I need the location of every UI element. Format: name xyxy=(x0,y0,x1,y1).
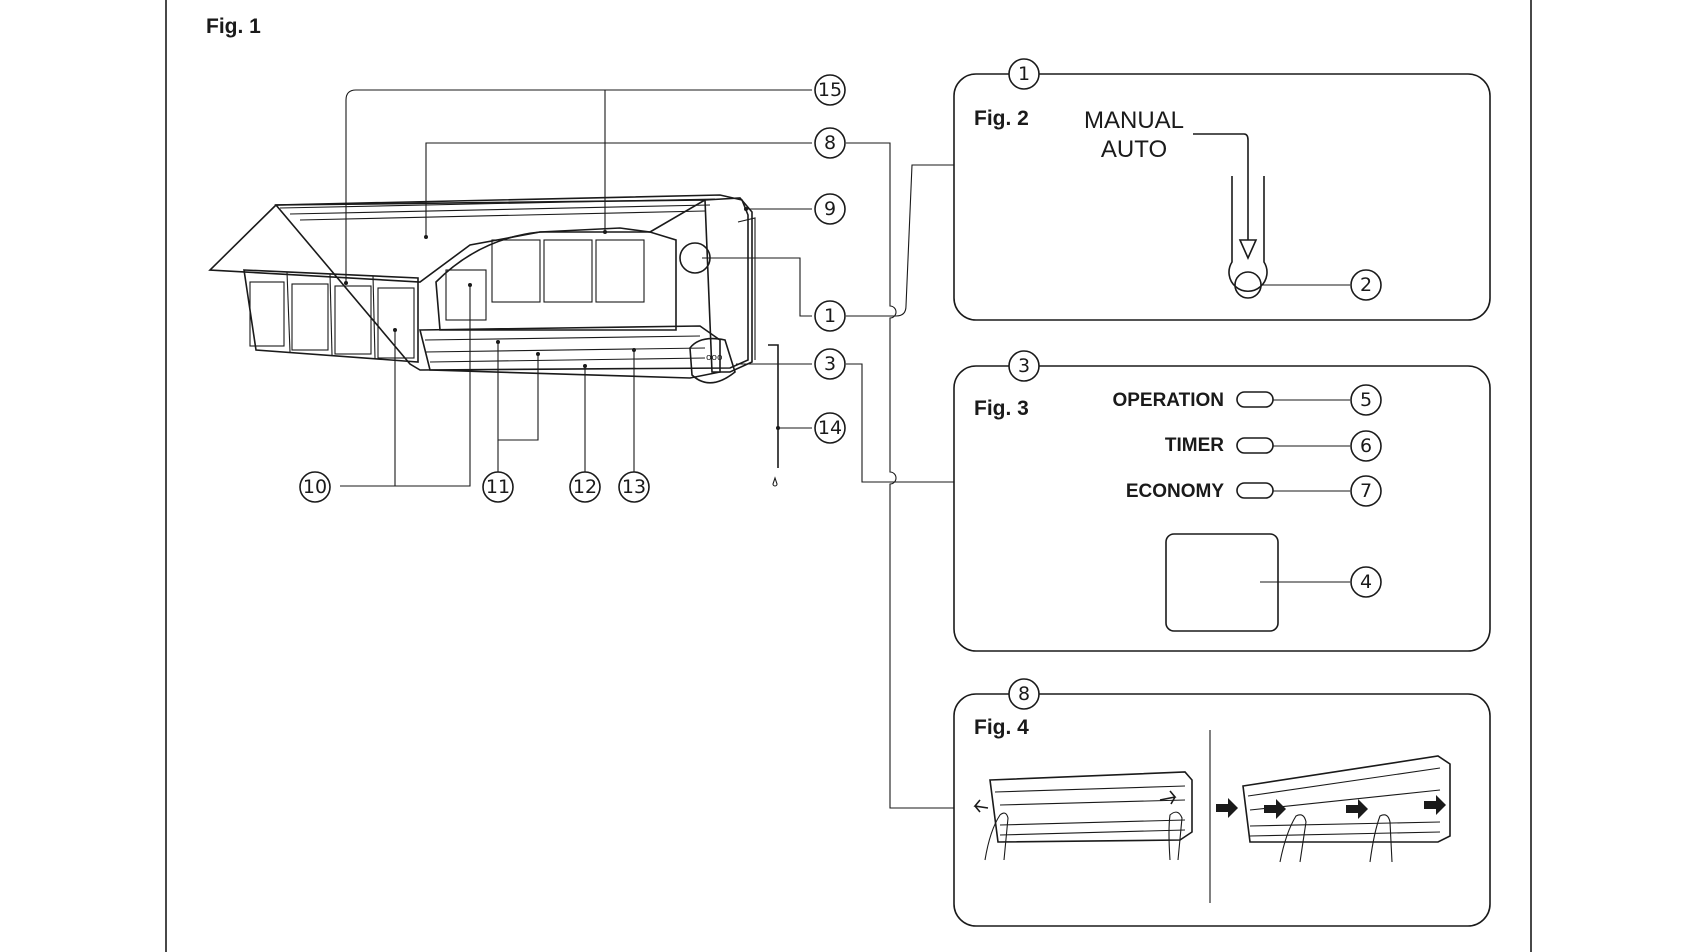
callout-13: 13 xyxy=(618,471,650,503)
svg-text:15: 15 xyxy=(818,79,842,101)
fig2-callout-1: 1 xyxy=(1018,63,1030,85)
fig1-leader-lines xyxy=(340,89,812,487)
fig3-callout-7: 7 xyxy=(1360,480,1372,502)
cross-figure-connectors xyxy=(846,142,954,809)
timer-label: TIMER xyxy=(1165,435,1224,456)
indoor-unit-drawing: ooo xyxy=(208,194,779,487)
panel-close-illustration xyxy=(1216,755,1451,863)
fig4-title: Fig. 4 xyxy=(974,716,1029,739)
svg-text:8: 8 xyxy=(824,132,836,154)
callout-3: 3 xyxy=(814,348,846,380)
fig4-panel: 8 Fig. 4 xyxy=(953,678,1491,927)
fig3-panel: 3 Fig. 3 OPERATION 5 TIMER 6 ECONOMY 7 4 xyxy=(953,350,1491,652)
fig3-callout-6: 6 xyxy=(1360,435,1372,457)
fig4-callout-8: 8 xyxy=(1018,683,1030,705)
callout-12: 12 xyxy=(569,471,601,503)
callout-15: 15 xyxy=(814,74,846,106)
callout-14: 14 xyxy=(814,412,846,444)
callout-11: 11 xyxy=(482,471,514,503)
callout-9: 9 xyxy=(814,193,846,225)
svg-text:9: 9 xyxy=(824,198,836,220)
svg-text:ooo: ooo xyxy=(706,353,723,363)
manual-auto-button-slot xyxy=(1228,176,1268,292)
fig2-title: Fig. 2 xyxy=(974,107,1029,130)
svg-text:12: 12 xyxy=(573,476,597,498)
fig2-panel: 1 Fig. 2 MANUAL AUTO 2 xyxy=(953,58,1491,321)
svg-text:13: 13 xyxy=(622,476,646,498)
operation-label: OPERATION xyxy=(1112,390,1224,411)
callout-8: 8 xyxy=(814,127,846,159)
fig3-title: Fig. 3 xyxy=(974,397,1029,420)
svg-text:3: 3 xyxy=(824,353,836,375)
panel-open-illustration xyxy=(973,771,1193,861)
svg-text:10: 10 xyxy=(303,476,327,498)
fig3-callout-3: 3 xyxy=(1018,355,1030,377)
auto-label: AUTO xyxy=(1101,136,1167,163)
callout-1: 1 xyxy=(814,300,846,332)
fig1-callouts: 15 8 9 1 3 14 10 11 xyxy=(299,74,846,503)
manual-label: MANUAL xyxy=(1084,107,1184,134)
svg-text:14: 14 xyxy=(818,417,842,439)
fig3-callout-4: 4 xyxy=(1360,571,1372,593)
economy-label: ECONOMY xyxy=(1126,481,1225,502)
fig3-callout-5: 5 xyxy=(1360,389,1372,411)
svg-text:11: 11 xyxy=(486,476,510,498)
callout-10: 10 xyxy=(299,471,331,503)
fig1-title: Fig. 1 xyxy=(206,15,261,38)
svg-text:1: 1 xyxy=(824,305,836,327)
fig2-callout-2: 2 xyxy=(1360,274,1372,296)
